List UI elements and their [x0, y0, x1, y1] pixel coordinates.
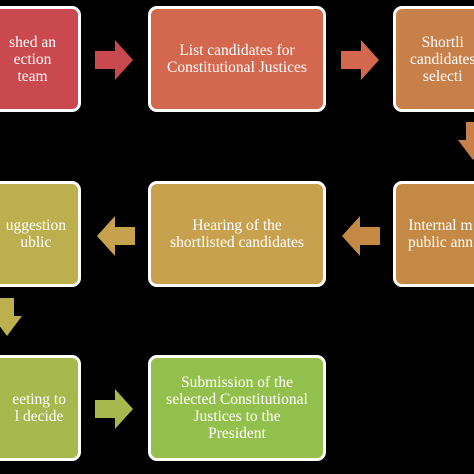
- step-internal-meeting-label: Internal m public ann: [408, 217, 473, 251]
- step-submission-label: Submission of the selected Constitutiona…: [166, 374, 308, 442]
- step-shortlist-candidates: Shortli candidates selecti: [393, 6, 474, 112]
- step-hearing: Hearing of the shortlisted candidates: [148, 181, 326, 287]
- step-meeting-to-decide-label: eeting to l decide: [12, 391, 66, 425]
- step-internal-meeting-public-announcement: Internal m public ann: [393, 181, 474, 287]
- arrow-left-1: [97, 216, 135, 256]
- step-hearing-label: Hearing of the shortlisted candidates: [170, 217, 304, 251]
- step-shortlist-candidates-label: Shortli candidates selecti: [410, 33, 474, 85]
- step-submission-to-president: Submission of the selected Constitutiona…: [148, 355, 326, 461]
- step-list-candidates: List candidates for Constitutional Justi…: [148, 6, 326, 112]
- arrow-down-2: [0, 298, 22, 336]
- arrow-right-1: [95, 40, 133, 80]
- arrow-right-2: [341, 40, 379, 80]
- step-establish-selection-team-label: shed an ection team: [9, 33, 56, 85]
- step-list-candidates-label: List candidates for Constitutional Justi…: [167, 42, 307, 76]
- arrow-down-1: [458, 122, 474, 160]
- step-establish-selection-team: shed an ection team: [0, 6, 81, 112]
- arrow-left-2: [342, 216, 380, 256]
- step-meeting-to-decide: eeting to l decide: [0, 355, 81, 461]
- step-suggestion-public-label: uggestion ublic: [5, 217, 66, 251]
- step-suggestion-public: uggestion ublic: [0, 181, 81, 287]
- arrow-right-3: [95, 389, 133, 429]
